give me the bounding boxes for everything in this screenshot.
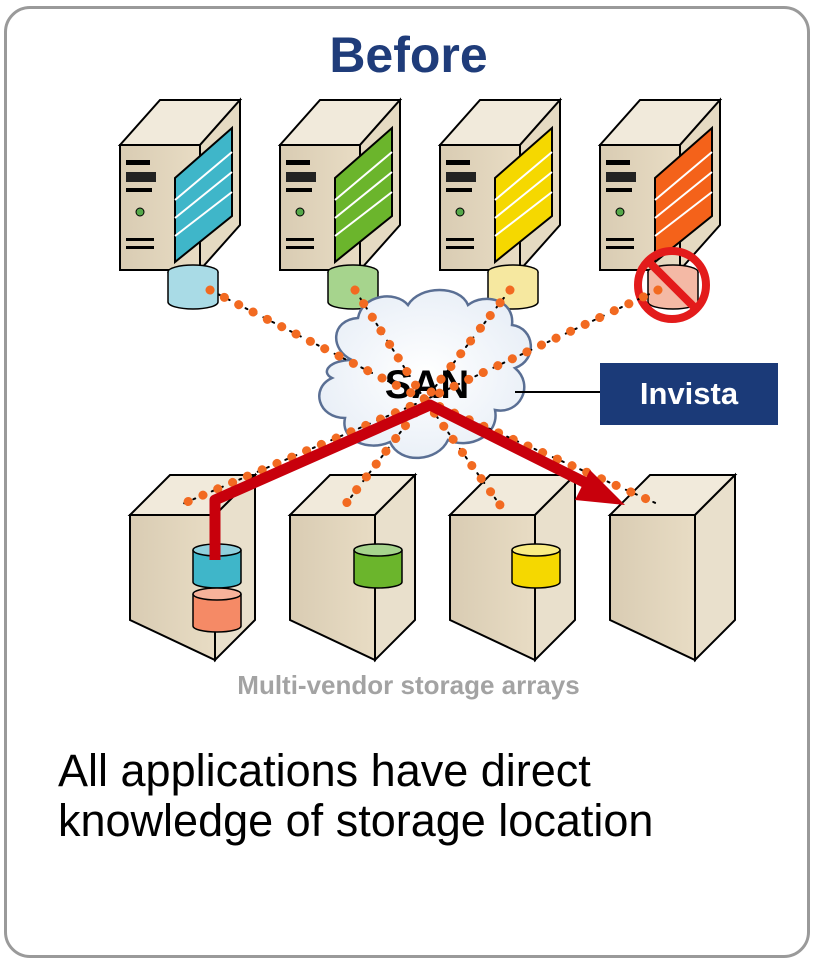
connection-lines (175, 285, 665, 510)
caption-line-2: knowledge of storage location (58, 795, 654, 847)
invista-label: Invista (600, 363, 778, 425)
array-3-disk-yellow (511, 543, 561, 589)
caption: All applications have direct knowledge o… (58, 745, 798, 847)
server-blue (117, 97, 243, 310)
panel-title: Before (329, 27, 488, 83)
array-4 (607, 472, 738, 663)
caption-line-1: All applications have direct (58, 745, 591, 796)
server-yellow (437, 97, 563, 310)
blocked-icon (634, 247, 710, 323)
array-2-disk-green (353, 543, 403, 589)
array-1-disk-orange (192, 587, 242, 633)
migration-arrow (209, 399, 625, 560)
server-green (277, 97, 403, 310)
server-orange (597, 97, 723, 310)
storage-arrays-label: Multi-vendor storage arrays (237, 670, 580, 700)
